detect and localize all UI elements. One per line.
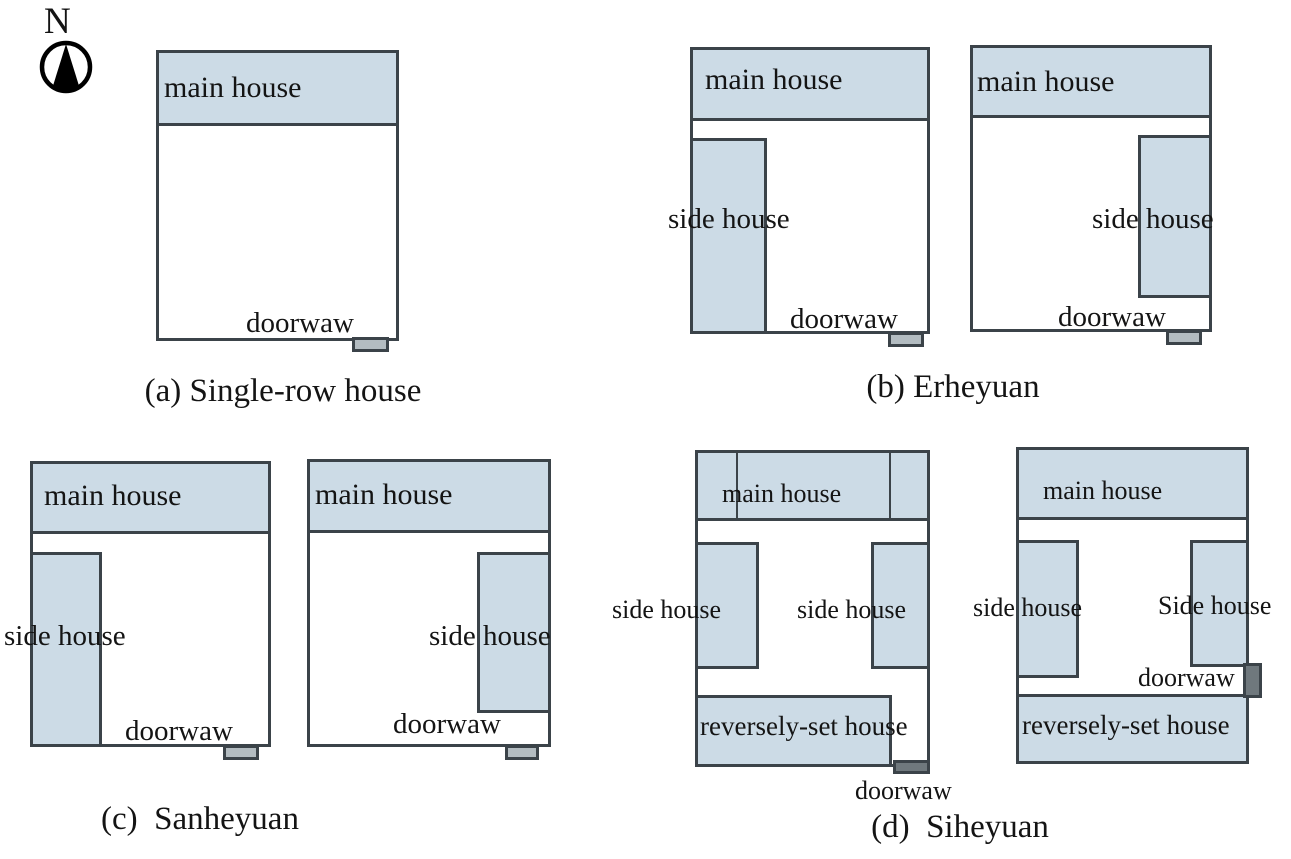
diagram-c-right-side-house: [477, 552, 551, 713]
caption-b: (b) Erheyuan: [866, 369, 1040, 405]
diagram-a-main-house: [156, 50, 399, 126]
diagram-d-left-side-house-east: [871, 542, 930, 669]
diagram-c-right-door-tab: [505, 745, 539, 760]
diagram-c-left-side-house: [30, 552, 102, 747]
diagram-d-right-side-house-east-label: Side house: [1158, 591, 1272, 620]
diagram-c-left-main-house: [30, 461, 271, 534]
diagram-b-right-main-house: [970, 45, 1212, 118]
diagram-d-right-side-house-east: [1190, 540, 1249, 667]
diagram-b-right-side-house: [1138, 135, 1212, 298]
diagram-b-left-doorway-label: doorwaw: [790, 303, 898, 335]
diagram-d-left-side-house-west: [695, 542, 759, 669]
diagram-d-left-main-house-divider: [736, 450, 738, 521]
diagram-c-right-main-house: [307, 459, 551, 533]
caption-c: (c) Sanheyuan: [101, 801, 299, 837]
diagram-d-right-reversely-set-house-label: reversely-set house: [1022, 710, 1230, 740]
diagram-d-right-side-house-west-label: side house: [973, 593, 1083, 622]
diagram-d-left-main-house-divider: [889, 450, 891, 521]
diagram-d-left-doorway-label: doorwaw: [855, 776, 952, 805]
diagram-d-right-doorway-label: doorwaw: [1138, 663, 1235, 692]
diagram-d-left-side-house-west-label: side house: [612, 595, 722, 624]
diagram-d-left-main-house-label: main house: [722, 479, 842, 508]
caption-d: (d) Siheyuan: [871, 809, 1049, 845]
diagram-d-right-reversely-set-house: [1016, 694, 1249, 764]
diagram-c-right-side-house-label: side house: [429, 620, 551, 652]
diagram-d-left-reversely-set-house-label: reversely-set house: [700, 711, 908, 741]
diagram-c-left-main-house-label: main house: [44, 479, 182, 512]
diagram-d-right-main-house-label: main house: [1043, 476, 1163, 505]
diagram-b-right-main-house-label: main house: [977, 65, 1115, 98]
north-compass-icon: [39, 40, 93, 94]
diagram-b-left-side-house-label: side house: [668, 203, 790, 235]
diagram-d-left-reversely-set-house: [695, 695, 892, 767]
diagram-b-right-side-house-label: side house: [1092, 203, 1214, 235]
diagram-b-left-door-tab: [888, 332, 924, 347]
diagram-b-left-main-house: [690, 47, 930, 121]
diagram-b-right-door-tab: [1166, 330, 1202, 345]
diagram-b-right-doorway-label: doorwaw: [1058, 301, 1166, 333]
diagram-c-left-doorway-label: doorwaw: [125, 715, 233, 747]
diagram-a-main-house-label: main house: [164, 71, 302, 104]
diagram-a-doorway-label: doorwaw: [246, 307, 354, 339]
diagram-b-left-main-house-label: main house: [705, 63, 843, 96]
diagram-c-left-side-house-label: side house: [4, 620, 126, 652]
diagram-d-right-door-tab: [1243, 663, 1262, 698]
north-arrow-icon: [52, 44, 80, 89]
diagram-d-left-side-house-east-label: side house: [797, 595, 907, 624]
diagram-c-right-main-house-label: main house: [315, 478, 453, 511]
diagram-a-door-tab: [352, 337, 389, 352]
compass-ring: [39, 40, 93, 94]
diagram-c-right-doorway-label: doorwaw: [393, 708, 501, 740]
compass-north-label: N: [44, 1, 71, 42]
diagram-c-left-door-tab: [223, 745, 259, 760]
diagram-d-right-main-house: [1016, 447, 1249, 520]
diagram-d-right-side-house-west: [1016, 540, 1079, 678]
diagram-d-left-door-tab: [893, 760, 930, 774]
diagram-b-left-side-house: [690, 138, 767, 334]
caption-a: (a) Single-row house: [144, 373, 422, 409]
